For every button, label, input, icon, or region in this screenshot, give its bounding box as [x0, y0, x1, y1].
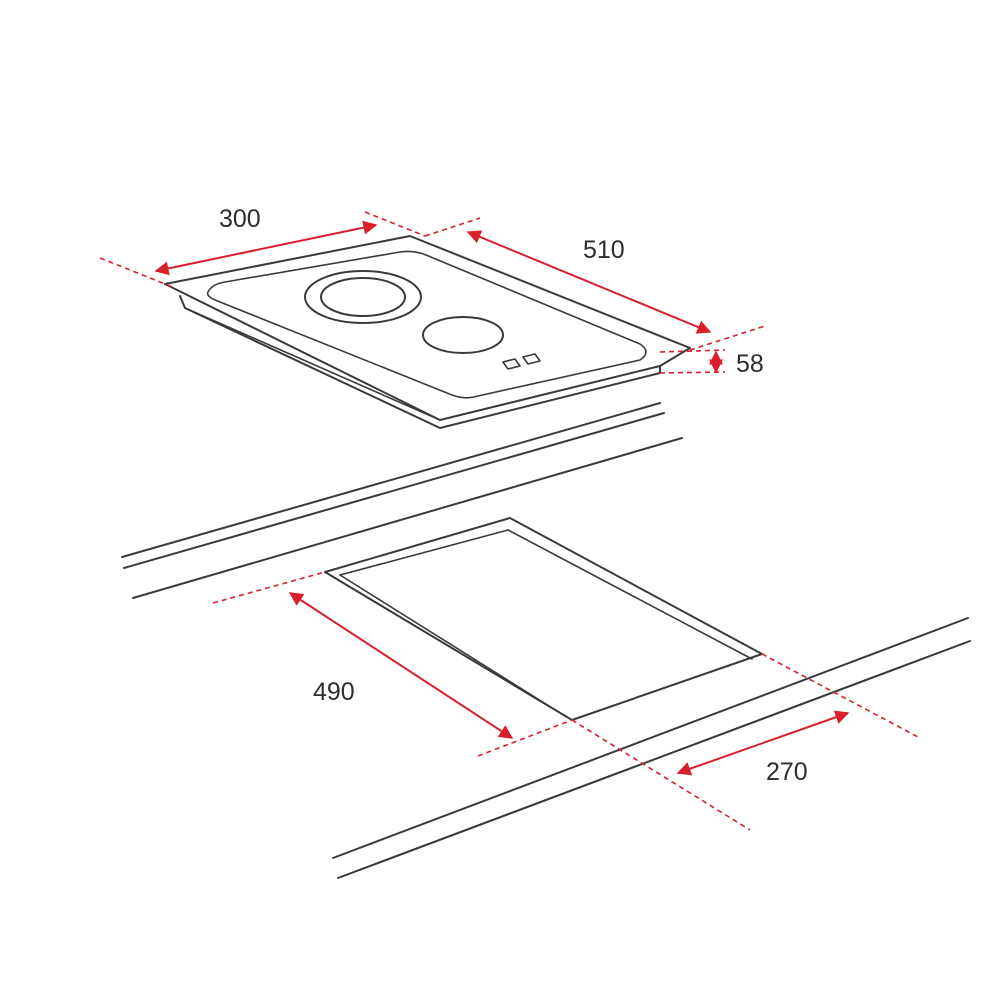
dimension-510-label: 510	[583, 236, 625, 264]
dimension-490-label: 490	[313, 678, 355, 706]
cooktop-inner-panel	[206, 250, 647, 399]
small-burner-icon	[422, 316, 504, 354]
worktop-cutout	[324, 517, 763, 721]
dimension-270-arrow	[676, 710, 850, 776]
dimension-58-label: 58	[736, 350, 764, 378]
dimension-490-arrow	[288, 592, 514, 739]
worktop-front-edge	[332, 617, 971, 879]
cooktop	[164, 235, 691, 429]
control-panel-icon	[502, 353, 541, 370]
dimension-arrows	[154, 220, 850, 776]
cooktop-side-edge	[179, 295, 661, 429]
dimension-270-label: 270	[766, 758, 808, 786]
dimension-300-arrow	[154, 220, 378, 276]
worktop-back-edge	[121, 402, 683, 599]
extension-lines	[99, 211, 921, 831]
dimension-510-arrow	[466, 230, 712, 334]
dimension-300-label: 300	[219, 205, 261, 233]
